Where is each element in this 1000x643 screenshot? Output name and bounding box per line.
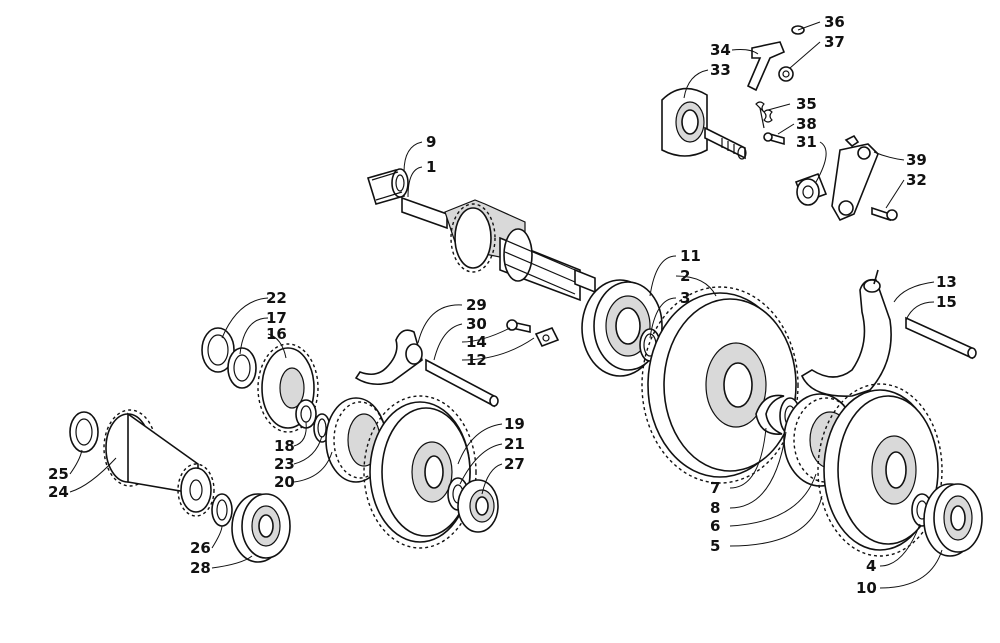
bolt-38 xyxy=(763,132,785,146)
callout-28: 28 xyxy=(190,559,211,577)
callout-20: 20 xyxy=(274,473,295,491)
shift-shaft-33 xyxy=(661,87,747,160)
callout-4: 4 xyxy=(866,557,876,575)
callout-35: 35 xyxy=(796,95,817,113)
bearing-28 xyxy=(231,493,291,563)
callout-37: 37 xyxy=(824,33,845,51)
bolt-32 xyxy=(871,206,898,222)
callout-29: 29 xyxy=(466,296,487,314)
bushing-22 xyxy=(201,327,235,373)
gear-19 xyxy=(363,395,477,549)
shift-fork-29 xyxy=(354,329,423,386)
gear-5 xyxy=(817,383,943,557)
callout-16: 16 xyxy=(266,325,287,343)
driven-gear-2 xyxy=(641,286,799,484)
callout-30: 30 xyxy=(466,315,487,333)
callout-2: 2 xyxy=(680,267,690,285)
callout-34: 34 xyxy=(710,41,731,59)
bearing-10 xyxy=(923,483,983,557)
callout-22: 22 xyxy=(266,289,287,307)
callout-3: 3 xyxy=(680,289,690,307)
shift-arm-34 xyxy=(746,41,794,92)
callout-13: 13 xyxy=(936,273,957,291)
countershaft-24 xyxy=(103,409,215,517)
callout-5: 5 xyxy=(710,537,720,555)
callout-36: 36 xyxy=(824,13,845,31)
callout-6: 6 xyxy=(710,517,720,535)
callout-12: 12 xyxy=(466,351,487,369)
bearing-27 xyxy=(457,479,499,533)
callout-14: 14 xyxy=(466,333,487,351)
lock-plate-12 xyxy=(534,326,560,348)
leader-lines xyxy=(69,21,943,589)
callout-19: 19 xyxy=(504,415,525,433)
callout-10: 10 xyxy=(856,579,877,597)
washer-25 xyxy=(69,411,99,453)
callout-31: 31 xyxy=(796,133,817,151)
spring-35 xyxy=(755,101,773,129)
shift-fork-13 xyxy=(800,269,892,397)
snap-ring-26 xyxy=(211,493,233,527)
callout-15: 15 xyxy=(936,293,957,311)
callout-1: 1 xyxy=(426,158,436,176)
callout-23: 23 xyxy=(274,455,295,473)
callout-26: 26 xyxy=(190,539,211,557)
bushing-31 xyxy=(794,172,828,206)
shift-rod-30 xyxy=(425,358,499,408)
callout-9: 9 xyxy=(426,133,436,151)
callout-labels: 9 1 36 34 37 33 35 38 31 39 32 11 2 3 13… xyxy=(48,13,957,597)
callout-27: 27 xyxy=(504,455,525,473)
callout-21: 21 xyxy=(504,435,525,453)
callout-32: 32 xyxy=(906,171,927,189)
callout-39: 39 xyxy=(906,151,927,169)
callout-25: 25 xyxy=(48,465,69,483)
callout-24: 24 xyxy=(48,483,69,501)
callout-11: 11 xyxy=(680,247,701,265)
callout-17: 17 xyxy=(266,309,287,327)
callout-8: 8 xyxy=(710,499,720,517)
input-shaft-1 xyxy=(401,196,596,302)
shift-rod-15 xyxy=(905,316,977,360)
callout-33: 33 xyxy=(710,61,731,79)
snap-ring-7 xyxy=(755,394,785,435)
bushing-17 xyxy=(227,347,257,389)
shift-lever-39 xyxy=(831,134,879,222)
needle-bearing-9 xyxy=(366,168,409,205)
bolt-14 xyxy=(506,319,531,333)
callout-18: 18 xyxy=(274,437,295,455)
callout-38: 38 xyxy=(796,115,817,133)
callout-7: 7 xyxy=(710,479,720,497)
